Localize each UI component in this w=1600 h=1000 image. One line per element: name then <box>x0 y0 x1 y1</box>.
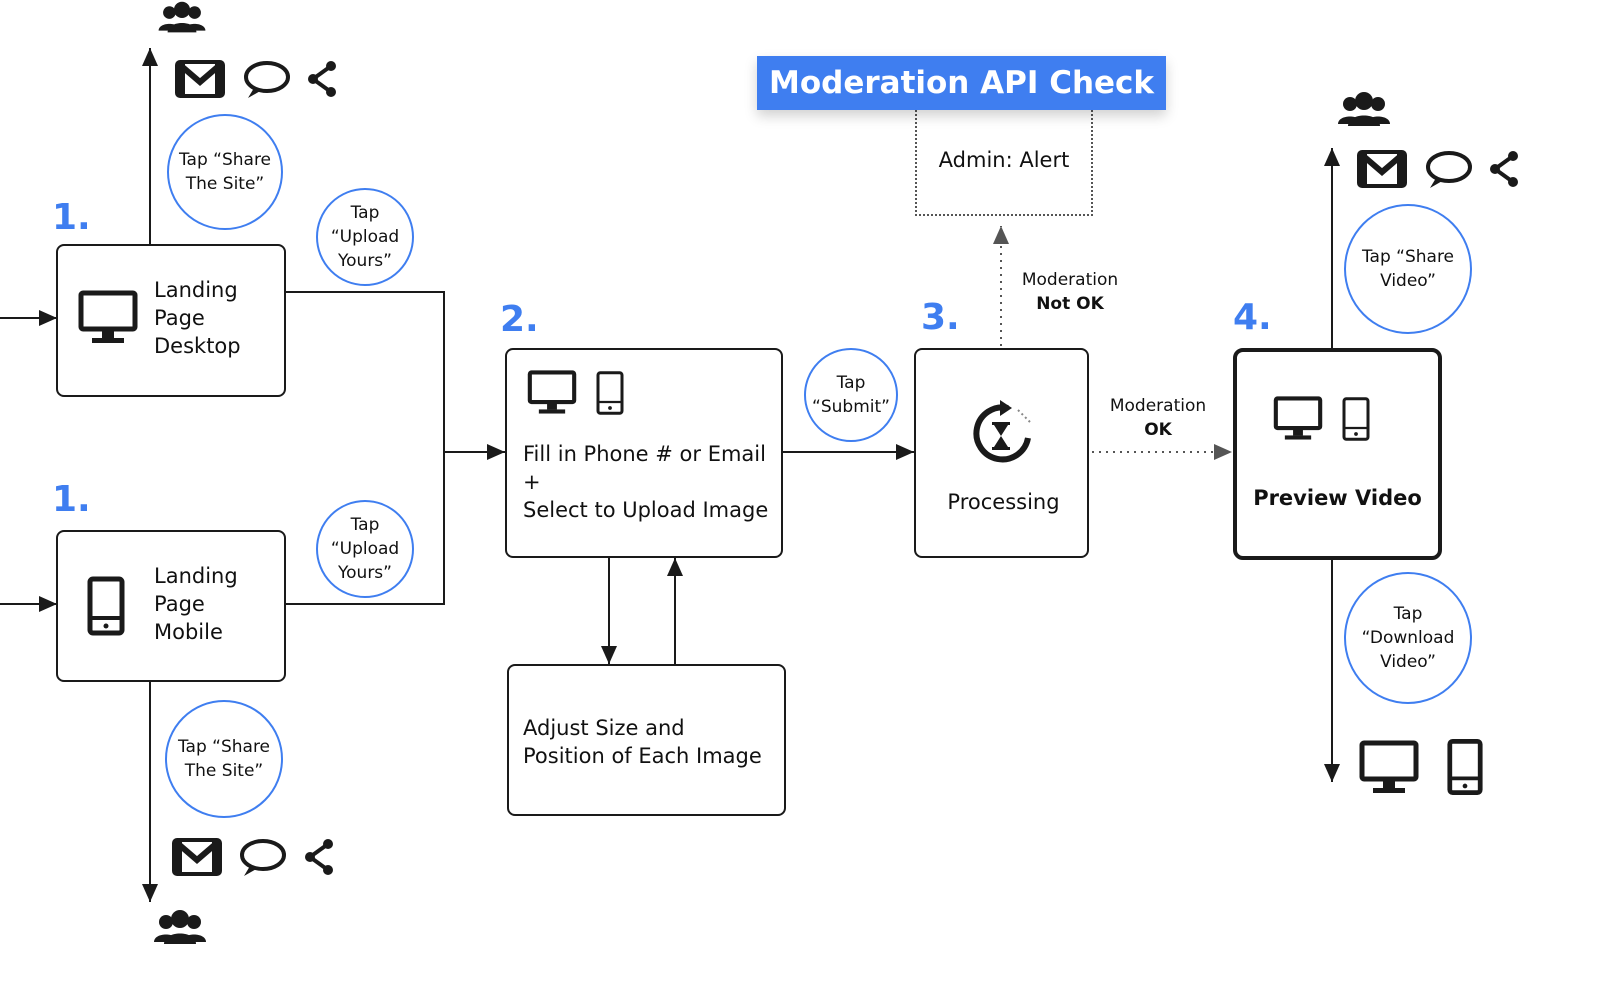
moderation-not-ok-label: Moderation Not OK <box>1010 268 1130 316</box>
moderation-ok-label: Moderation OK <box>1098 394 1218 442</box>
desktop-icon <box>1273 396 1323 440</box>
gmail-icon <box>1357 150 1407 188</box>
ok-line1: Moderation <box>1109 396 1207 416</box>
landing-page-mobile-box: Landing Page Mobile <box>56 530 286 682</box>
adjust-image-box: Adjust Size and Position of Each Image <box>507 664 786 816</box>
users-icon <box>1338 92 1390 126</box>
desktop-icon <box>78 290 138 343</box>
chat-bubble-icon <box>1426 151 1472 188</box>
share-site-top-action: Tap “Share The Site” <box>167 114 283 230</box>
step-number-preview: 4. <box>1233 297 1272 338</box>
share-video-action: Tap “Share Video” <box>1344 204 1472 334</box>
processing-label: Processing <box>947 490 1060 514</box>
mobile-icon <box>1447 738 1483 796</box>
gmail-icon <box>175 60 225 98</box>
moderation-api-banner: Moderation API Check <box>757 56 1167 110</box>
landing-page-desktop-box: Landing Page Desktop <box>56 244 286 397</box>
upload-mobile-line <box>285 452 445 605</box>
admin-alert-label: Admin: Alert <box>938 148 1070 172</box>
step-number-fill: 2. <box>500 299 539 340</box>
ok-line2: OK <box>1144 420 1172 440</box>
share-site-bottom-action: Tap “Share The Site” <box>165 700 283 818</box>
chat-bubble-icon <box>244 61 290 98</box>
desktop-icon <box>527 370 577 414</box>
share-icon <box>305 839 333 875</box>
adjust-image-label: Adjust Size and Position of Each Image <box>523 716 762 768</box>
admin-alert-box: Admin: Alert <box>915 110 1093 216</box>
mobile-icon <box>1342 397 1370 441</box>
chat-bubble-icon <box>240 839 286 876</box>
upload-desktop-line <box>285 291 445 452</box>
share-icon <box>308 61 336 97</box>
preview-video-label: Preview Video <box>1253 486 1422 510</box>
submit-action: Tap “Submit” <box>804 348 898 442</box>
landing-page-mobile-label: Landing Page Mobile <box>154 564 238 644</box>
not-ok-line1: Moderation <box>1021 270 1119 290</box>
hourglass-icon <box>973 400 1031 463</box>
desktop-icon <box>1359 740 1419 793</box>
share-icon <box>1490 151 1518 187</box>
processing-box: Processing <box>914 348 1089 558</box>
users-icon <box>154 910 206 944</box>
download-video-action: Tap “Download Video” <box>1344 572 1472 704</box>
mobile-icon <box>87 576 125 636</box>
upload-top-action: Tap “Upload Yours” <box>316 188 414 286</box>
mobile-icon <box>596 371 624 415</box>
step-number-processing: 3. <box>921 297 960 338</box>
not-ok-line2: Not OK <box>1036 294 1104 314</box>
landing-page-desktop-label: Landing Page Desktop <box>154 278 241 358</box>
upload-bottom-action: Tap “Upload Yours” <box>316 500 414 598</box>
step-number-mobile: 1. <box>52 479 91 520</box>
users-icon <box>158 1 206 33</box>
fill-in-box: Fill in Phone # or Email + Select to Upl… <box>505 348 783 558</box>
fill-in-label: Fill in Phone # or Email + Select to Upl… <box>523 442 769 522</box>
gmail-icon <box>172 838 222 876</box>
step-number-desktop: 1. <box>52 197 91 238</box>
preview-video-box: Preview Video <box>1233 348 1442 560</box>
